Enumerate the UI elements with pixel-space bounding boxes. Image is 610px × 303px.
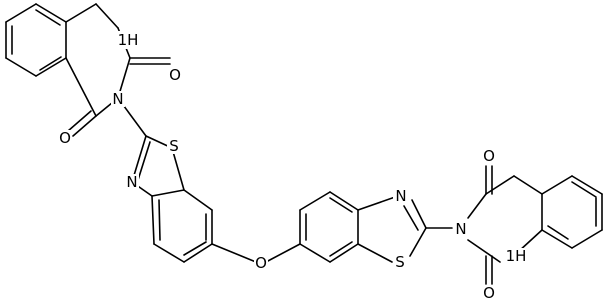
right-thiazole-sulfur: S: [395, 253, 405, 271]
left-benzothiazole: [131, 135, 257, 263]
top-carbonyl-oxygen-lower: O: [59, 129, 71, 147]
left-thiazole-sulfur: S: [169, 137, 179, 155]
right-benzothiazole: [299, 191, 453, 263]
bottom-benzene-ring: [541, 175, 603, 249]
top-nh-label: 1H: [118, 31, 139, 49]
ether-oxygen: O: [255, 254, 267, 272]
bottom-nh-label: 1H: [506, 247, 527, 265]
bottom-pyrimidinedione-ring: [467, 165, 543, 285]
top-pyrimidinedione-ring: [65, 3, 171, 137]
left-thiazole-nitrogen: N: [126, 173, 137, 191]
top-ring-nitrogen: N: [112, 90, 123, 108]
bottom-carbonyl-oxygen-upper: O: [483, 147, 495, 165]
bottom-ring-nitrogen: N: [455, 220, 466, 238]
top-benzene-ring: [5, 3, 67, 77]
bottom-carbonyl-oxygen-lower: O: [483, 284, 495, 302]
ether-bridge: [265, 243, 301, 263]
right-thiazole-nitrogen: N: [395, 187, 406, 205]
atom-labels: 1H O N O S N O N S O N 1H O: [58, 31, 530, 302]
top-carbonyl-oxygen-upper: O: [169, 66, 181, 84]
